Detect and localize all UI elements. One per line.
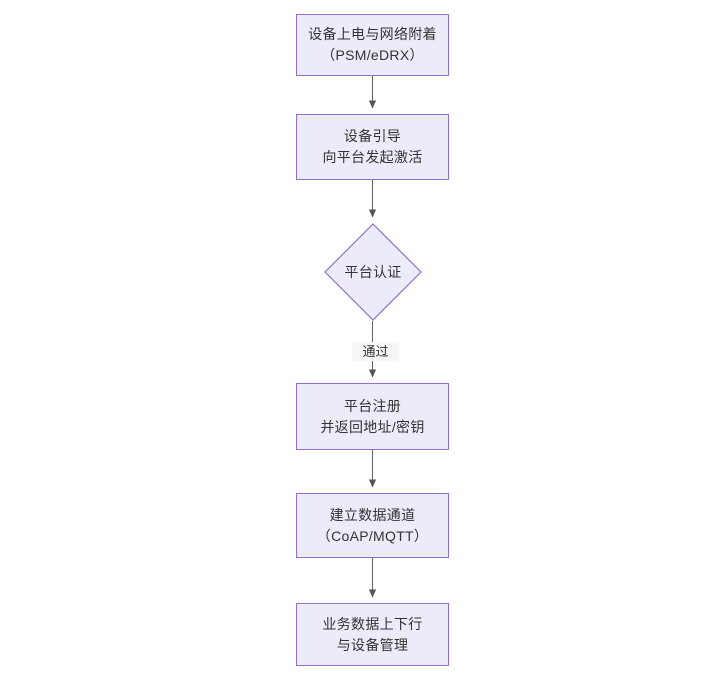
node-business-data-and-device-management[interactable]: 业务数据上下行 与设备管理	[296, 603, 449, 666]
node-label-line: 平台注册	[343, 397, 402, 414]
node-platform-registration[interactable]: 平台注册 并返回地址/密钥	[296, 383, 449, 450]
node-establish-data-channel[interactable]: 建立数据通道 （CoAP/MQTT）	[296, 493, 449, 558]
node-label-line: 向平台发起激活	[322, 149, 423, 165]
node-platform-authentication[interactable]: 平台认证	[324, 223, 422, 321]
node-label-line: 建立数据通道	[329, 506, 416, 523]
node-label-line: 平台认证	[344, 263, 402, 280]
diamond-shape-icon	[324, 223, 422, 321]
node-label-line: 设备引导	[343, 128, 402, 144]
node-label-line: 设备上电与网络附着	[308, 26, 437, 42]
edge-label-pass: 通过	[352, 342, 399, 361]
node-label-line: （PSM/eDRX）	[321, 47, 424, 63]
node-device-power-on[interactable]: 设备上电与网络附着 （PSM/eDRX）	[296, 14, 449, 76]
node-label-line: 并返回地址/密钥	[320, 418, 425, 435]
node-device-bootstrap[interactable]: 设备引导 向平台发起激活	[296, 114, 449, 180]
node-label-line: 与设备管理	[336, 636, 409, 653]
node-label-line: 业务数据上下行	[322, 615, 423, 632]
node-label-line: （CoAP/MQTT）	[316, 527, 429, 544]
